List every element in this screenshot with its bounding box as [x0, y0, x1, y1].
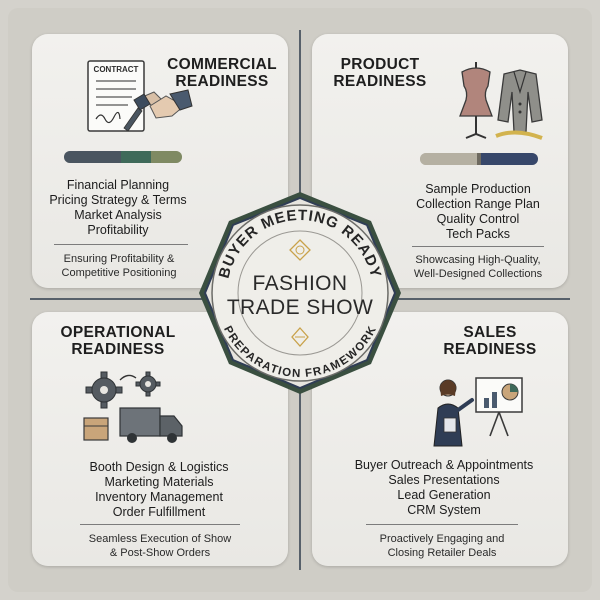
operational-title-line1: OPERATIONAL: [60, 324, 176, 341]
commercial-item: Market Analysis: [74, 208, 162, 222]
product-item: Quality Control: [436, 212, 520, 226]
product-title-line1: PRODUCT: [340, 56, 420, 73]
sales-title: SALES READINESS: [430, 324, 550, 358]
product-item: Tech Packs: [446, 227, 510, 241]
product-bar-segment-3: [481, 153, 538, 165]
operational-title: OPERATIONAL READINESS: [48, 324, 188, 358]
commercial-readiness-card: COMMERCIAL READINESS CONTRACT Financial …: [32, 34, 288, 288]
sales-title-line1: SALES: [463, 324, 517, 341]
commercial-bar-segment-3: [151, 151, 182, 163]
hub-title-line2: TRADE SHOW: [226, 296, 374, 319]
product-items: Sample Production Collection Range Plan …: [398, 182, 558, 242]
operational-item: Inventory Management: [95, 490, 223, 504]
commercial-title: COMMERCIAL READINESS: [162, 56, 282, 90]
sales-item: Sales Presentations: [388, 473, 500, 487]
product-progress-bar: [420, 153, 538, 165]
commercial-progress-bar: [64, 151, 182, 163]
operational-divider: [80, 524, 240, 525]
operational-readiness-card: OPERATIONAL READINESS Booth Design & Log…: [32, 312, 288, 566]
commercial-bar-segment-1: [64, 151, 121, 163]
product-title: PRODUCT READINESS: [330, 56, 430, 90]
sales-item: Buyer Outreach & Appointments: [354, 458, 534, 472]
product-title-line2: READINESS: [333, 73, 427, 90]
operational-summary-line2: & Post-Show Orders: [109, 547, 211, 559]
commercial-item: Profitability: [87, 223, 149, 237]
gears-truck-icon: [83, 371, 183, 443]
commercial-divider: [54, 244, 188, 245]
sales-divider: [366, 524, 518, 525]
sales-item: Lead Generation: [397, 488, 491, 502]
product-summary-line2: Well-Designed Collections: [413, 268, 543, 280]
operational-summary: Seamless Execution of Show & Post-Show O…: [72, 532, 248, 560]
hub-title-line1: FASHION: [252, 272, 348, 295]
presenter-chart-icon: [433, 377, 523, 447]
sales-summary-line2: Closing Retailer Deals: [387, 547, 497, 559]
mannequin-blazer-icon: [459, 62, 543, 140]
sales-item: CRM System: [407, 503, 481, 517]
commercial-bar-segment-2: [120, 151, 152, 163]
commercial-item: Pricing Strategy & Terms: [49, 193, 187, 207]
product-item: Sample Production: [425, 182, 531, 196]
sales-items: Buyer Outreach & Appointments Sales Pres…: [344, 458, 544, 518]
operational-summary-line1: Seamless Execution of Show: [88, 533, 232, 545]
commercial-item: Financial Planning: [66, 178, 170, 192]
product-bar-segment-1: [420, 153, 477, 165]
operational-item: Marketing Materials: [104, 475, 214, 489]
product-summary-line1: Showcasing High-Quality,: [415, 254, 541, 266]
commercial-summary: Ensuring Profitability & Competitive Pos…: [40, 252, 198, 280]
commercial-title-line2: READINESS: [175, 73, 269, 90]
sales-summary: Proactively Engaging and Closing Retaile…: [352, 532, 532, 560]
commercial-title-line1: COMMERCIAL: [167, 56, 277, 73]
commercial-items: Financial Planning Pricing Strategy & Te…: [40, 178, 196, 238]
sales-title-line2: READINESS: [443, 341, 537, 358]
operational-title-line2: READINESS: [71, 341, 165, 358]
contract-handshake-icon: CONTRACT: [87, 60, 193, 132]
central-hub-badge: BUYER MEETING READY PREPARATION FRAMEWOR…: [199, 192, 401, 394]
operational-item: Order Fulfillment: [112, 505, 206, 519]
product-summary: Showcasing High-Quality, Well-Designed C…: [398, 253, 558, 281]
operational-items: Booth Design & Logistics Marketing Mater…: [74, 460, 244, 520]
product-bar-segment-2: [476, 153, 482, 165]
commercial-summary-line2: Competitive Positioning: [61, 267, 177, 279]
operational-item: Booth Design & Logistics: [89, 460, 229, 474]
hub-bottom-ornament-icon: [291, 327, 309, 347]
commercial-summary-line1: Ensuring Profitability &: [63, 253, 175, 265]
hub-top-ornament-icon: [289, 239, 311, 261]
hub-inner-ring: [237, 230, 363, 356]
sales-summary-line1: Proactively Engaging and: [379, 533, 505, 545]
hub-title: FASHION TRADE SHOW: [205, 272, 395, 320]
product-item: Collection Range Plan: [416, 197, 540, 211]
product-divider: [412, 246, 544, 247]
contract-label: CONTRACT: [94, 65, 139, 74]
